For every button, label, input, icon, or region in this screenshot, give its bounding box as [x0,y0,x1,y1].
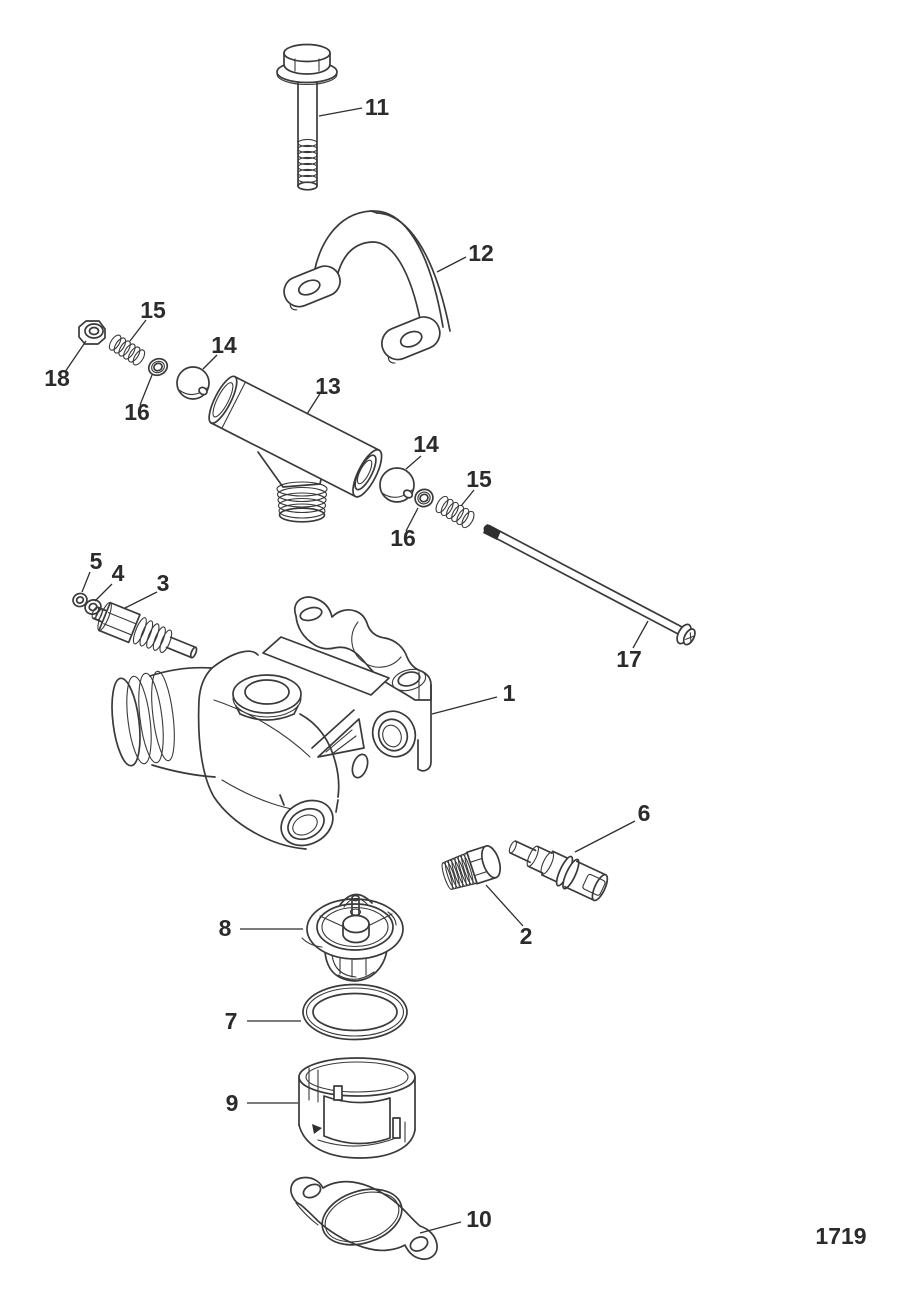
part-7-o-ring [303,985,407,1040]
callout-12: 12 [468,240,494,266]
callout-2: 2 [520,923,533,949]
leader-line-2 [486,885,523,926]
part-14-check-ball-mid [380,468,414,502]
leader-line-1 [432,697,497,714]
part-1-thermostat-housing [108,597,431,854]
callout-14-upper: 14 [211,332,237,358]
callout-13: 13 [315,373,341,399]
callout-8: 8 [219,915,232,941]
leader-line-14-upper [203,355,217,369]
leader-line-11 [319,108,362,116]
callout-1: 1 [503,680,516,706]
diagram-number: 1719 [815,1223,866,1249]
part-8-thermostat [302,894,403,981]
part-15-spring-mid [434,494,477,529]
callout-5: 5 [90,548,103,574]
callout-labels: 11 12 15 18 16 14 13 14 16 15 17 5 4 3 1… [44,94,650,1232]
part-10-gasket [291,1177,437,1259]
callout-4: 4 [112,560,125,586]
leader-line-18 [65,341,86,372]
callout-7: 7 [225,1008,238,1034]
leader-line-14-mid [406,456,421,469]
leader-line-16-mid [406,508,418,531]
part-15-spring-upper [107,333,147,367]
callout-15-upper: 15 [140,297,166,323]
callout-10: 10 [466,1206,492,1232]
part-3-temperature-sender [87,598,201,667]
callout-17: 17 [616,646,642,672]
callout-16-upper: 16 [124,399,150,425]
callout-16-mid: 16 [390,525,416,551]
leader-line-5 [82,572,90,592]
callout-15-mid: 15 [466,466,492,492]
leader-line-16-upper [140,375,152,405]
leader-line-12 [437,257,466,272]
leader-line-15-upper [130,320,146,341]
leader-line-13 [307,392,321,414]
leader-line-3 [125,592,157,608]
callout-11: 11 [365,94,390,120]
callout-6: 6 [638,800,651,826]
leader-line-17 [633,621,648,648]
part-16-washer-mid [412,486,435,509]
part-17-long-screw [483,524,698,648]
callout-14-mid: 14 [413,431,439,457]
part-13-tee-fitting [204,373,387,522]
part-2-pipe-plug [439,844,503,893]
leader-line-15-mid [461,490,474,506]
part-11-flange-bolt [277,45,337,190]
callout-3: 3 [157,570,170,596]
leader-line-4 [95,584,112,601]
part-6-sensor-switch [504,831,611,904]
leader-line-10 [420,1222,461,1233]
part-12-clamp-bracket [280,211,450,365]
part-14-check-ball-upper [177,367,209,399]
part-9-thermostat-sleeve [299,1058,415,1158]
part-5-washer [71,591,89,608]
leader-line-6 [575,821,635,852]
callout-18: 18 [44,365,70,391]
part-16-washer-upper [146,356,170,379]
part-4-washer [83,598,103,617]
callout-9: 9 [226,1090,239,1116]
part-18-nut [79,321,105,344]
